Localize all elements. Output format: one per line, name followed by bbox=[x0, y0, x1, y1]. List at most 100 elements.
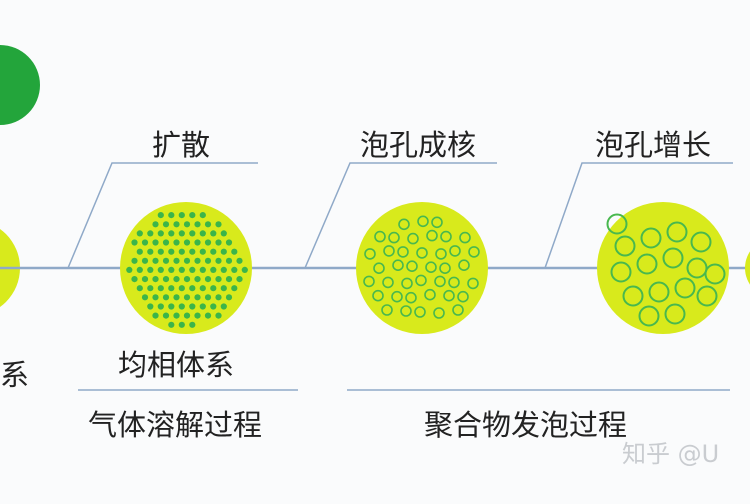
grown-cell-ring bbox=[662, 247, 684, 269]
gas-molecule-dot bbox=[189, 266, 196, 273]
gas-molecule-dot bbox=[141, 294, 149, 301]
nucleated-cell-ring bbox=[397, 246, 409, 258]
nucleated-cell-ring bbox=[374, 230, 386, 243]
growth-rings bbox=[606, 213, 726, 327]
nucleated-cell-ring bbox=[406, 260, 418, 273]
gas-molecule-dot bbox=[178, 303, 185, 310]
nucleated-cell-ring bbox=[363, 275, 375, 288]
gas-molecule-dot bbox=[152, 257, 159, 264]
gas-molecule-dot bbox=[136, 285, 143, 292]
gas-molecule-dot bbox=[220, 266, 227, 273]
gas-molecule-dot bbox=[204, 221, 212, 228]
gas-molecule-dot bbox=[126, 266, 133, 273]
gas-molecule-dot bbox=[194, 257, 201, 264]
nucleated-cell-ring bbox=[417, 215, 429, 228]
gas-molecule-dot bbox=[173, 312, 180, 319]
grown-cell-ring bbox=[638, 305, 660, 327]
gas-molecule-dot bbox=[131, 257, 138, 264]
nucleated-cell-ring bbox=[448, 276, 460, 289]
gas-molecule-dot bbox=[189, 321, 196, 328]
gas-molecule-dot bbox=[189, 303, 196, 310]
gas-molecule-dot bbox=[204, 312, 212, 319]
gas-molecule-dot bbox=[220, 230, 227, 237]
gas-molecule-dot bbox=[199, 266, 206, 273]
gas-molecule-dot bbox=[162, 276, 170, 283]
gas-molecule-dot bbox=[215, 221, 222, 228]
gas-molecule-dot bbox=[210, 248, 217, 255]
gas-molecule-dot bbox=[168, 266, 175, 273]
right-partial-circle bbox=[745, 251, 750, 285]
nucleated-cell-ring bbox=[459, 231, 471, 244]
gas-molecule-dot bbox=[183, 294, 191, 301]
gas-molecule-dot bbox=[147, 230, 154, 237]
gas-molecule-dot bbox=[152, 239, 159, 246]
nucleated-cell-ring bbox=[383, 245, 395, 257]
gas-molecule-dot bbox=[189, 212, 196, 219]
gas-molecule-dot bbox=[210, 266, 217, 273]
gas-molecule-dot bbox=[173, 239, 180, 246]
gas-molecule-dot bbox=[162, 257, 170, 264]
gas-molecule-dot bbox=[178, 321, 185, 328]
gas-molecule-dot bbox=[189, 230, 196, 237]
gas-molecule-dot bbox=[178, 212, 185, 219]
gas-molecule-dot bbox=[236, 276, 243, 283]
gas-molecule-dot bbox=[173, 294, 180, 301]
gas-molecule-dot bbox=[199, 212, 206, 219]
growth-circle bbox=[597, 202, 729, 334]
gas-molecule-dot bbox=[173, 276, 180, 283]
nucleated-cell-ring bbox=[443, 289, 455, 302]
gas-molecule-dot bbox=[194, 312, 201, 319]
gas-molecule-dot bbox=[168, 303, 175, 310]
nucleated-cell-ring bbox=[372, 289, 384, 302]
nucleated-cell-ring bbox=[457, 290, 469, 303]
grown-cell-ring bbox=[666, 221, 688, 243]
gas-molecule-dot bbox=[162, 312, 170, 319]
nucleated-cell-ring bbox=[405, 291, 417, 304]
polymer-foaming-label: 聚合物发泡过程 bbox=[424, 408, 628, 442]
homogeneous-label: 均相体系 bbox=[118, 348, 235, 382]
gas-molecule-dot bbox=[147, 303, 154, 310]
nucleated-cell-ring bbox=[381, 304, 393, 316]
nucleated-cell-ring bbox=[449, 245, 461, 257]
gas-molecule-dot bbox=[157, 303, 164, 310]
grown-cell-ring bbox=[704, 263, 726, 285]
gas-molecule-dot bbox=[162, 239, 170, 246]
gas-molecule-dot bbox=[178, 266, 185, 273]
gas-molecule-dot bbox=[210, 285, 217, 292]
gas-molecule-dot bbox=[204, 257, 212, 264]
grown-cell-ring bbox=[606, 213, 628, 235]
gas-molecule-dot bbox=[162, 294, 170, 301]
gas-molecule-dot bbox=[162, 221, 170, 228]
gas-molecule-dot bbox=[131, 276, 138, 283]
homogeneous-circle bbox=[120, 202, 252, 334]
watermark: 知乎 @U bbox=[622, 440, 720, 468]
gas-molecule-dot bbox=[183, 239, 191, 246]
nucleated-cell-ring bbox=[398, 218, 410, 231]
gas-molecule-dot bbox=[147, 285, 154, 292]
gas-molecule-dot bbox=[168, 212, 175, 219]
leader-line-nucleation bbox=[304, 162, 497, 269]
grown-cell-ring bbox=[674, 277, 696, 299]
gas-molecule-dot bbox=[173, 257, 180, 264]
nucleated-cell-ring bbox=[452, 304, 464, 316]
nucleated-cell-ring bbox=[467, 277, 479, 290]
gas-molecule-dot bbox=[136, 266, 143, 273]
gas-molecule-dot bbox=[136, 230, 143, 237]
nucleated-cell-ring bbox=[435, 248, 447, 260]
gas-molecule-dot bbox=[215, 312, 222, 319]
gas-molecule-dot bbox=[225, 294, 233, 301]
gas-molecule-dot bbox=[178, 285, 185, 292]
nucleated-cell-ring bbox=[458, 259, 470, 272]
gas-molecule-dot bbox=[157, 230, 164, 237]
gas-molecule-dot bbox=[141, 276, 149, 283]
gas-molecule-dot bbox=[215, 239, 222, 246]
gas-molecule-dot bbox=[210, 303, 217, 310]
gas-molecule-dot bbox=[173, 221, 180, 228]
gas-molecule-dot bbox=[152, 294, 159, 301]
gas-molecule-dot bbox=[194, 294, 201, 301]
gas-molecule-dot bbox=[141, 257, 149, 264]
nucleated-cell-ring bbox=[433, 307, 445, 319]
gas-molecule-dot bbox=[168, 230, 175, 237]
homogeneous-dots bbox=[126, 212, 248, 328]
leader-line-growth bbox=[544, 162, 733, 269]
